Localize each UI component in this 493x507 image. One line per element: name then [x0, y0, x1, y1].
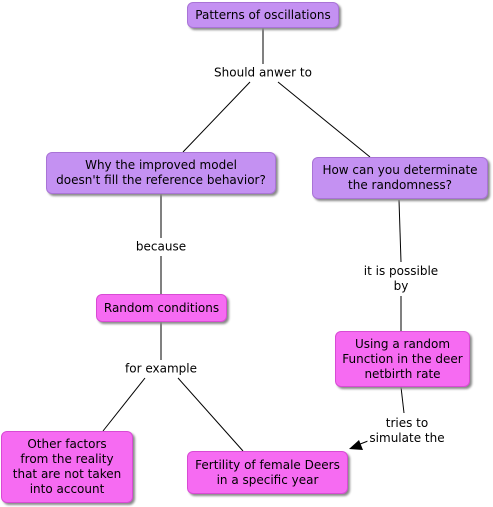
concept-how-determinate-randomness[interactable]: How can you determinate the randomness?: [312, 157, 488, 199]
link-phrase-because: because: [133, 239, 189, 255]
link-phrase-it-is-possible-by: it is possible by: [361, 264, 441, 294]
link-should-answer-to-how-randomness: [277, 81, 371, 158]
arrowhead-to-fertility: [349, 440, 363, 450]
link-how-randomness-to-possible: [398, 199, 402, 263]
link-phrase-should-answer: Should anwer to: [212, 65, 314, 81]
concept-label: Other factors from the reality that are …: [12, 437, 122, 496]
concept-label: Why the improved model doesn't fill the …: [56, 158, 266, 187]
concept-patterns-of-oscillations[interactable]: Patterns of oscillations: [187, 2, 339, 28]
concept-label: Random conditions: [103, 300, 220, 315]
concept-label: Fertility of female Deers in a specific …: [195, 457, 340, 487]
link-should-answer-to-why-model: [182, 81, 251, 153]
link-phrase-tries-to-simulate: tries to simulate the: [367, 416, 447, 446]
link-random-function-to-tries: [400, 386, 405, 414]
concept-why-improved-model[interactable]: Why the improved model doesn't fill the …: [46, 152, 276, 194]
concept-fertility-female-deers[interactable]: Fertility of female Deers in a specific …: [187, 451, 348, 494]
link-for-example-to-other-factors: [102, 377, 146, 432]
concept-label: Patterns of oscillations: [195, 7, 331, 22]
link-phrase-for-example: for example: [123, 361, 199, 377]
concept-label: Using a random Function in the deer netb…: [342, 336, 463, 381]
concept-random-function[interactable]: Using a random Function in the deer netb…: [335, 331, 470, 387]
concept-other-factors[interactable]: Other factors from the reality that are …: [1, 431, 133, 503]
link-for-example-to-fertility: [177, 377, 244, 452]
concept-label: How can you determinate the randomness?: [322, 163, 478, 192]
concept-random-conditions[interactable]: Random conditions: [96, 294, 227, 322]
